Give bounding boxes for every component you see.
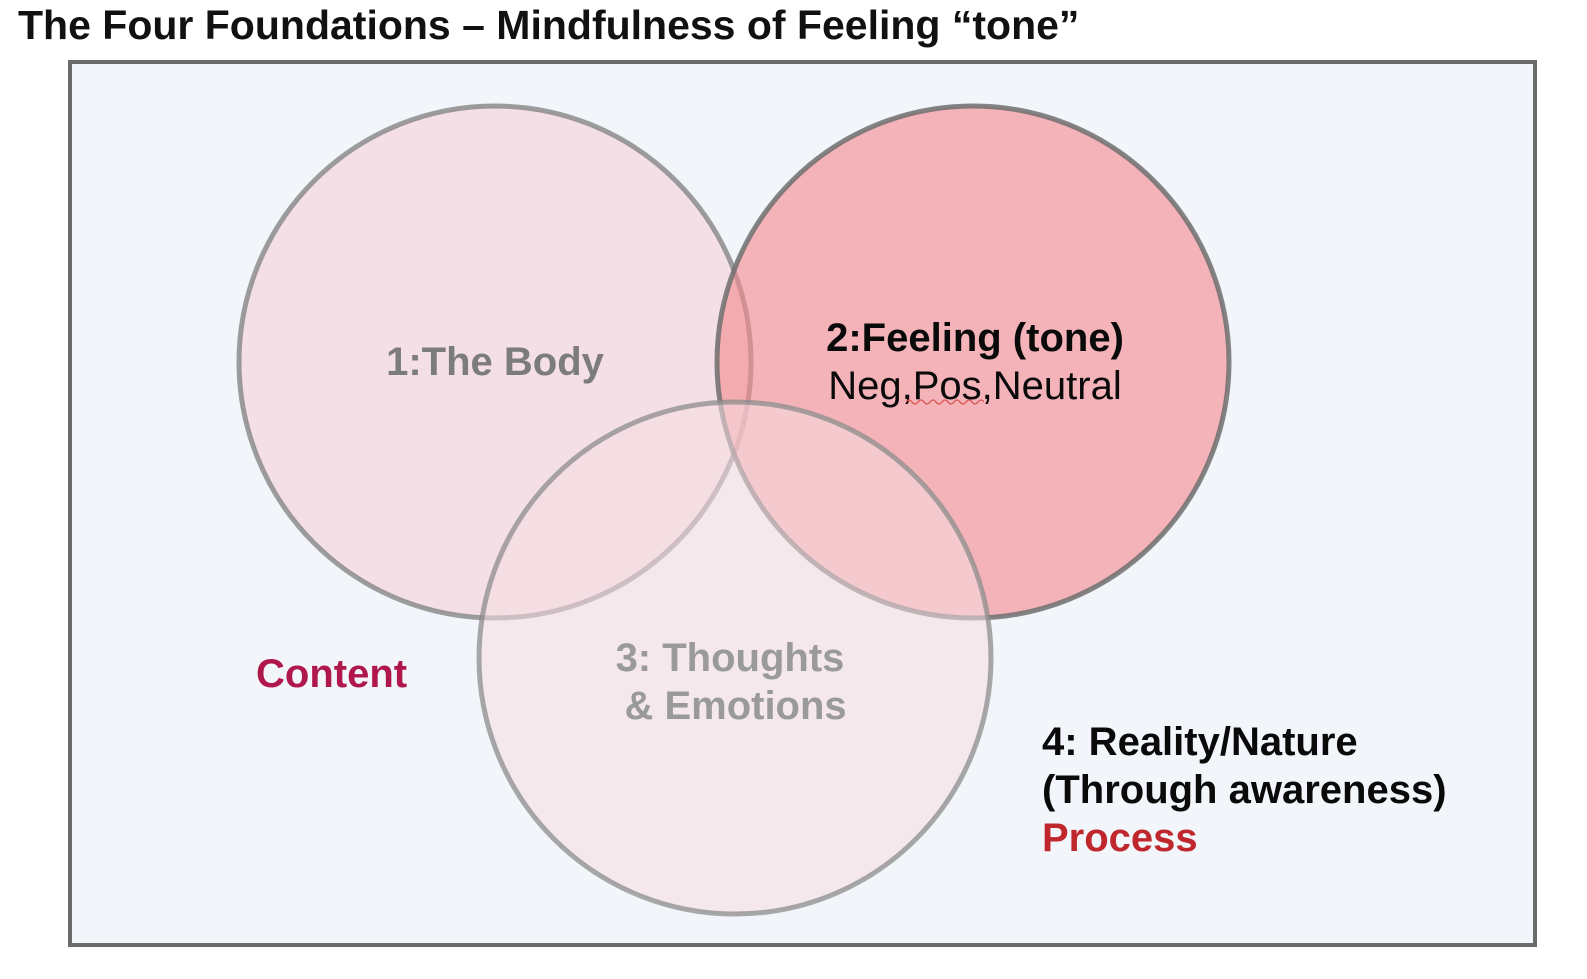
spellcheck-underline <box>906 399 984 405</box>
body-label: 1:The Body <box>386 340 604 384</box>
process-label: Process <box>1042 816 1198 860</box>
diagram-title: The Four Foundations – Mindfulness of Fe… <box>18 2 1080 48</box>
feeling-subtitle: Neg,Pos,Neutral <box>828 364 1122 408</box>
reality-block: 4: Reality/Nature (Through awareness) Pr… <box>1042 718 1447 862</box>
thoughts-label: 3: Thoughts & Emotions <box>580 634 880 730</box>
thoughts-label-line1: 3: Thoughts <box>615 636 845 680</box>
content-label: Content <box>256 652 408 696</box>
feeling-label: 2:Feeling (tone) <box>826 316 1124 360</box>
circle-thoughts <box>476 399 994 917</box>
reality-label-line1: 4: Reality/Nature <box>1042 720 1358 764</box>
reality-label-line2: (Through awareness) <box>1042 768 1447 812</box>
thoughts-label-line2: & Emotions <box>613 684 847 728</box>
